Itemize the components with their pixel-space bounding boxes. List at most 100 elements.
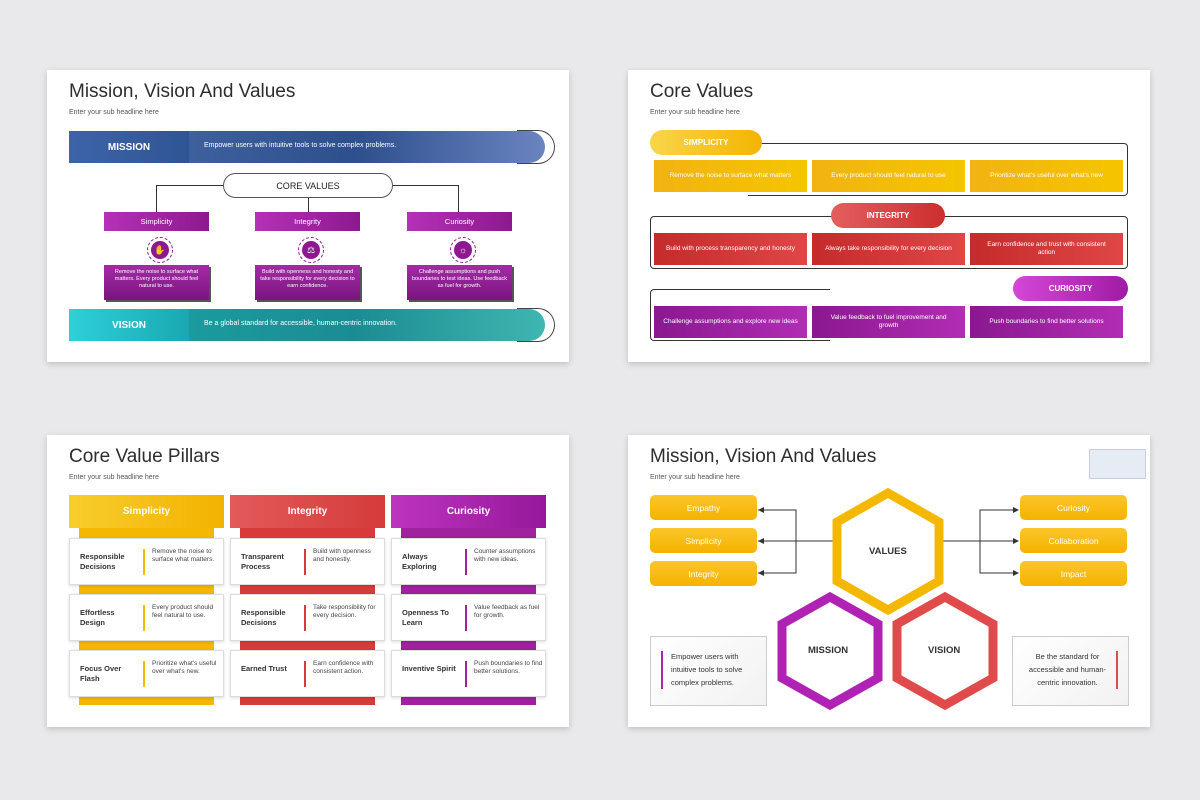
core-values-pill: CORE VALUES — [223, 173, 393, 198]
slide-title: Core Value Pillars — [69, 446, 220, 467]
curiosity-item: Value feedback to fuel improvement and g… — [812, 306, 965, 338]
value-pill-left: Integrity — [650, 561, 757, 586]
pillar-heading-curiosity: Curiosity — [391, 495, 546, 528]
slide-subtitle: Enter your sub headline here — [650, 474, 740, 481]
pillar-card-key: Effortless Design — [80, 608, 115, 627]
pillar-card-value: Remove the noise to surface what matters… — [152, 548, 215, 564]
pillar-card-key: Focus Over Flash — [80, 664, 122, 683]
integrity-item: Build with process transparency and hone… — [654, 233, 807, 265]
separator — [304, 661, 306, 687]
pillar-card: Effortless Design Every product should f… — [69, 594, 224, 641]
hand-icon: ✋ — [147, 237, 173, 263]
pillar-heading-integrity: Integrity — [230, 495, 385, 528]
separator — [304, 549, 306, 575]
hexagon-diagram — [758, 487, 1019, 711]
value-pill-right: Impact — [1020, 561, 1127, 586]
simplicity-item: Prioritize what's useful over what's new — [970, 160, 1123, 192]
pillar-card-key: Responsible Decisions — [241, 608, 286, 627]
separator — [143, 661, 145, 687]
connector — [458, 185, 459, 212]
simplicity-item: Remove the noise to surface what matters — [654, 160, 807, 192]
pillar-heading-simplicity: Simplicity — [69, 495, 224, 528]
slide-subtitle: Enter your sub headline here — [69, 474, 159, 481]
pillar-card-value: Earn confidence with consistent action. — [313, 660, 374, 676]
curiosity-item: Challenge assumptions and explore new id… — [654, 306, 807, 338]
thumbnail-image — [1089, 449, 1146, 479]
slide-title: Mission, Vision And Values — [69, 81, 296, 102]
value-pill-right: Collaboration — [1020, 528, 1127, 553]
mission-quote-box: Empower users with intuitive tools to so… — [650, 636, 767, 706]
vision-text: Be a global standard for accessible, hum… — [204, 320, 397, 327]
pillar-card-value: Prioritize what's useful over what's new… — [152, 660, 217, 676]
value-heading-integrity: Integrity — [255, 212, 360, 231]
accent-bar — [661, 651, 663, 689]
vision-quote-text: Be the standard for accessible and human… — [1028, 652, 1107, 687]
value-text-simplicity: Remove the noise to surface what matters… — [104, 265, 209, 300]
integrity-item: Earn confidence and trust with consisten… — [970, 233, 1123, 265]
pillar-card-key: Responsible Decisions — [80, 552, 125, 571]
slide-core-value-pillars[interactable]: Core Value Pillars Enter your sub headli… — [47, 435, 569, 727]
slide-title: Mission, Vision And Values — [650, 446, 877, 467]
pillar-card-value: Every product should feel natural to use… — [152, 604, 214, 620]
connector-outline — [748, 143, 1128, 196]
vision-band: VISION Be a global standard for accessib… — [69, 309, 545, 341]
separator — [143, 605, 145, 631]
hex-mission-label: MISSION — [808, 645, 849, 656]
pillar-card-key: Inventive Spirit — [402, 664, 456, 673]
value-heading-curiosity: Curiosity — [407, 212, 512, 231]
pillar-card: Inventive Spirit Push boundaries to find… — [391, 650, 546, 697]
mission-band-outline — [517, 130, 555, 164]
connector-outline — [650, 289, 830, 341]
curiosity-pill: CURIOSITY — [1013, 276, 1128, 301]
value-pill-right: Curiosity — [1020, 495, 1127, 520]
simplicity-pill: SIMPLICITY — [650, 130, 762, 155]
mission-text: Empower users with intuitive tools to so… — [204, 142, 397, 149]
value-pill-left: Empathy — [650, 495, 757, 520]
vision-quote-box: Be the standard for accessible and human… — [1012, 636, 1129, 706]
pillar-card-key: Earned Trust — [241, 664, 287, 673]
connector — [393, 185, 459, 186]
integrity-item: Always take responsibility for every dec… — [812, 233, 965, 265]
pillar-card: Focus Over Flash Prioritize what's usefu… — [69, 650, 224, 697]
connector — [308, 198, 309, 212]
integrity-pill: INTEGRITY — [831, 203, 945, 228]
value-text-curiosity: Challenge assumptions and push boundarie… — [407, 265, 512, 300]
slide-subtitle: Enter your sub headline here — [650, 109, 740, 116]
slide-title: Core Values — [650, 81, 754, 102]
pillar-card-key: Always Exploring — [402, 552, 437, 571]
pillar-card-value: Counter assumptions with new ideas. — [474, 548, 536, 564]
pillar-card: Transparent Process Build with openness … — [230, 538, 385, 585]
value-heading-simplicity: Simplicity — [104, 212, 209, 231]
pillar-card: Responsible Decisions Take responsibilit… — [230, 594, 385, 641]
separator — [304, 605, 306, 631]
pillar-card: Earned Trust Earn confidence with consis… — [230, 650, 385, 697]
pillar-card: Always Exploring Counter assumptions wit… — [391, 538, 546, 585]
slide-mission-vision-values-hex[interactable]: Mission, Vision And Values Enter your su… — [628, 435, 1150, 727]
simplicity-item: Every product should feel natural to use — [812, 160, 965, 192]
pillar-card-value: Take responsibility for every decision. — [313, 604, 376, 620]
vision-band-outline — [517, 308, 555, 342]
separator — [143, 549, 145, 575]
mission-band: MISSION Empower users with intuitive too… — [69, 131, 545, 163]
pillar-card: Openness To Learn Value feedback as fuel… — [391, 594, 546, 641]
pillar-card-value: Build with openness and honestly. — [313, 548, 371, 564]
slide-core-values[interactable]: Core Values Enter your sub headline here… — [628, 70, 1150, 362]
slide-subtitle: Enter your sub headline here — [69, 109, 159, 116]
value-pill-left: Simplicity — [650, 528, 757, 553]
mission-quote-text: Empower users with intuitive tools to so… — [671, 652, 743, 687]
connector — [156, 185, 157, 212]
hex-values-label: VALUES — [869, 546, 907, 557]
hex-vision-label: VISION — [928, 645, 961, 656]
separator — [465, 605, 467, 631]
separator — [465, 549, 467, 575]
connector — [156, 185, 224, 186]
value-text-integrity: Build with openness and honesty and take… — [255, 265, 360, 300]
vision-label: VISION — [69, 309, 189, 341]
lightbulb-icon: ☼ — [450, 237, 476, 263]
curiosity-item: Push boundaries to find better solutions — [970, 306, 1123, 338]
pillar-card-value: Value feedback as fuel for growth. — [474, 604, 540, 620]
separator — [465, 661, 467, 687]
slide-mission-vision-values[interactable]: Mission, Vision And Values Enter your su… — [47, 70, 569, 362]
pillar-card-key: Transparent Process — [241, 552, 284, 571]
pillar-card: Responsible Decisions Remove the noise t… — [69, 538, 224, 585]
